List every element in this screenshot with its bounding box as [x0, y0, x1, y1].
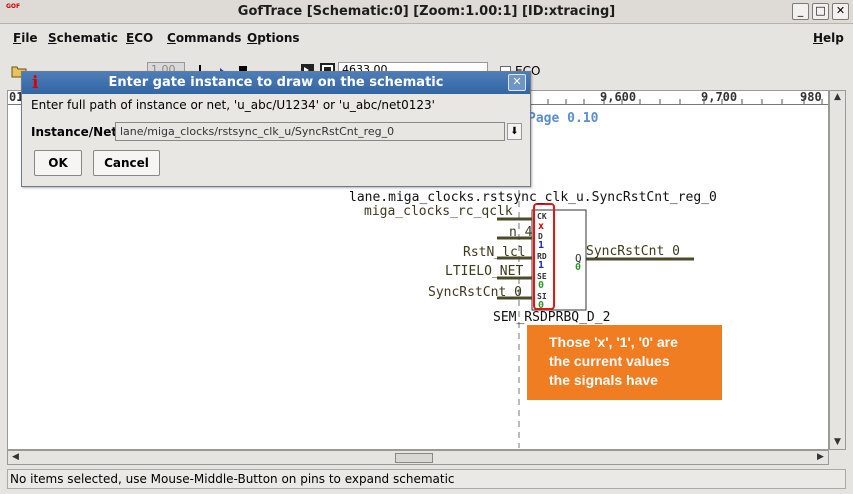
menu-commands[interactable]: Commands: [167, 31, 242, 45]
ruler-label: 9,700: [701, 90, 738, 104]
input-net-label[interactable]: RstN_lcl: [463, 245, 526, 260]
status-bar: No items selected, use Mouse-Middle-Butt…: [7, 469, 846, 489]
instance-name[interactable]: lane.miga_clocks.rstsync_clk_u.SyncRstCn…: [349, 190, 717, 205]
annotation-callout: Those 'x', '1', '0' are the current valu…: [527, 325, 722, 400]
pin-value: x: [538, 221, 545, 232]
pin-value: 0: [538, 280, 545, 291]
pin-values-highlight: [533, 203, 555, 310]
pin-label[interactable]: D: [538, 232, 543, 241]
cell-type-label: SEM_RSDPRBQ_D_2: [493, 310, 611, 325]
ruler-label: 980: [800, 90, 822, 104]
dialog-title: Enter gate instance to draw on the schem…: [108, 75, 444, 90]
dialog-close-button[interactable]: ✕: [508, 74, 526, 91]
scroll-left-icon[interactable]: ◀: [12, 452, 19, 462]
scroll-up-icon[interactable]: ▲: [834, 92, 841, 102]
info-icon: i: [32, 73, 39, 93]
history-dropdown-icon[interactable]: ⬇: [507, 123, 522, 140]
ok-button[interactable]: OK: [34, 150, 82, 176]
window-title: GofTrace [Schematic:0] [Zoom:1.00:1] [ID…: [237, 4, 616, 19]
cancel-button[interactable]: Cancel: [93, 150, 160, 176]
window-close-button[interactable]: ✕: [832, 3, 849, 20]
scroll-down-icon[interactable]: ▼: [834, 437, 841, 447]
dialog-title-bar[interactable]: i Enter gate instance to draw on the sch…: [22, 72, 530, 94]
pin-label[interactable]: SE: [537, 272, 547, 281]
ruler-ticks: [529, 96, 823, 104]
pin-value: 1: [538, 260, 545, 271]
page-label: Page 0.10: [528, 111, 599, 126]
input-wires: [497, 217, 532, 300]
maximize-button[interactable]: □: [812, 3, 829, 20]
instance-net-label: Instance/Net:: [31, 125, 122, 139]
scroll-right-icon[interactable]: ▶: [817, 452, 824, 462]
horizontal-scroll-thumb[interactable]: [395, 453, 433, 463]
input-net-label[interactable]: miga_clocks_rc_qclk: [364, 204, 513, 219]
callout-line: the signals have: [549, 372, 658, 388]
pin-value: 0: [538, 300, 545, 311]
pin-label[interactable]: RD: [537, 252, 547, 261]
title-bar: GOF GofTrace [Schematic:0] [Zoom:1.00:1]…: [0, 0, 853, 24]
callout-line: the current values: [549, 353, 670, 369]
instance-dialog: i Enter gate instance to draw on the sch…: [21, 71, 531, 187]
instance-net-input[interactable]: lane/miga_clocks/rstsync_clk_u/SyncRstCn…: [115, 122, 505, 141]
menu-help[interactable]: Help: [813, 31, 844, 45]
vertical-scrollbar[interactable]: ▲ ▼: [829, 90, 846, 450]
pin-label[interactable]: SI: [537, 292, 547, 301]
output-pin-label[interactable]: Q: [575, 252, 582, 265]
pin-label[interactable]: CK: [537, 212, 547, 221]
dialog-message: Enter full path of instance or net, 'u_a…: [31, 98, 435, 112]
input-net-label[interactable]: SyncRstCnt_0: [428, 285, 522, 300]
callout-line: Those 'x', '1', '0' are: [549, 334, 678, 350]
output-pin-value: 0: [575, 262, 582, 273]
pin-value: 1: [538, 240, 545, 251]
ruler-label: 01: [9, 90, 24, 104]
menu-schematic[interactable]: Schematic: [48, 31, 119, 45]
input-net-label[interactable]: LTIELO_NET: [445, 264, 524, 279]
menu-file[interactable]: File: [13, 31, 38, 45]
ruler-label: 9,600: [600, 90, 637, 104]
input-net-label[interactable]: n_4: [509, 225, 533, 240]
app-icon: GOF: [5, 3, 21, 10]
menu-eco[interactable]: ECO: [126, 31, 154, 45]
horizontal-scrollbar[interactable]: ◀ ▶: [7, 450, 829, 465]
output-net-label[interactable]: SyncRstCnt_0: [586, 244, 680, 259]
minimize-button[interactable]: _: [792, 3, 809, 20]
menu-options[interactable]: Options: [247, 31, 300, 45]
menu-bar: File Schematic ECO Commands Options Help: [0, 25, 853, 52]
